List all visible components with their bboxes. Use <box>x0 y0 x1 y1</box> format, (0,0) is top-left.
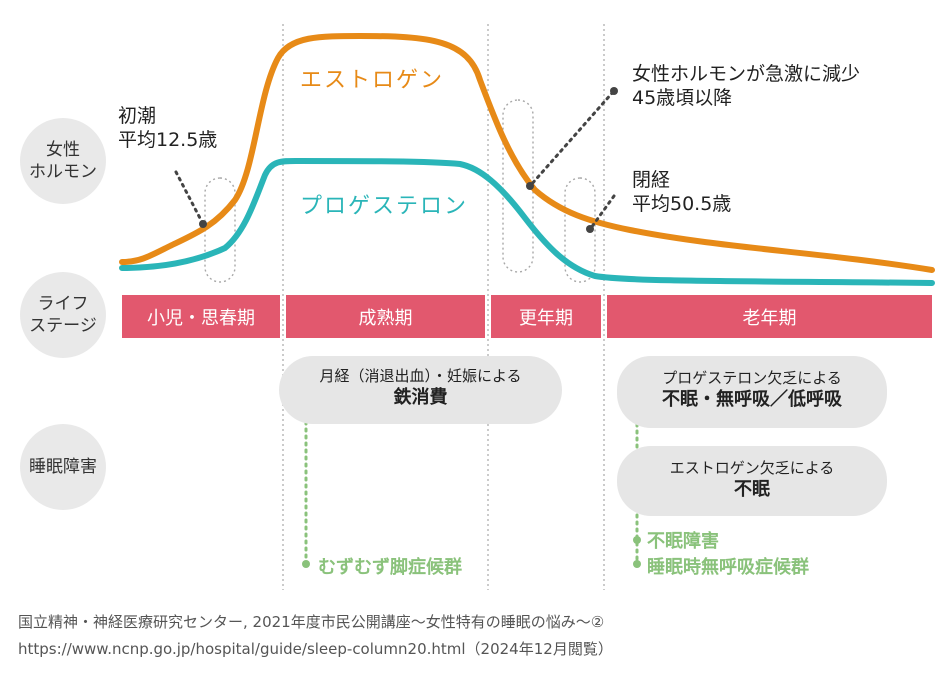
pill-estrogen-deficiency: エストロゲン欠乏による 不眠 <box>617 446 887 516</box>
leader-menopause <box>589 194 616 230</box>
annotation-menarche: 初潮 平均12.5歳 <box>118 105 218 151</box>
leader-dot <box>586 225 594 233</box>
stage-senescence: 老年期 <box>607 295 932 338</box>
pill-text-sub: エストロゲン欠乏による <box>669 459 835 477</box>
label-restless-legs: むずむず脚症候群 <box>318 557 462 578</box>
pill-text-sub: プロゲステロン欠乏による <box>662 369 842 387</box>
leader-menarche <box>174 170 204 224</box>
source-url[interactable]: https://www.ncnp.go.jp/hospital/guide/sl… <box>18 640 613 658</box>
estrogen-label: エストロゲン <box>300 68 445 93</box>
row-label-sleep: 睡眠障害 <box>20 424 106 510</box>
row-label-life-stage: ライフ ステージ <box>20 272 106 358</box>
connector-dot <box>633 560 641 568</box>
hormone-chart <box>119 24 935 590</box>
progesterone-label: プロゲステロン <box>300 194 469 219</box>
pill-iron-consumption: 月経（消退出血）・妊娠による 鉄消費 <box>279 356 562 424</box>
leader-dot <box>199 220 207 228</box>
source-citation: 国立精神・神経医療研究センター, 2021年度市民公開講座〜女性特有の睡眠の悩み… <box>18 613 605 631</box>
row-label-hormone: 女性 ホルモン <box>20 118 106 204</box>
pill-text-main: 鉄消費 <box>393 387 448 408</box>
leader-dot <box>526 182 534 190</box>
pill-text-main: 不眠 <box>734 479 770 500</box>
label-insomnia-disorder: 不眠障害 <box>647 531 719 552</box>
annotation-menopause: 閉経 平均50.5歳 <box>632 169 732 215</box>
progesterone-curve <box>119 157 935 286</box>
label-sleep-apnea: 睡眠時無呼吸症候群 <box>647 557 809 578</box>
connector-dot <box>302 560 310 568</box>
pill-text-main: 不眠・無呼吸／低呼吸 <box>662 389 842 410</box>
estrogen-curve <box>119 32 935 273</box>
stage-menopause-transition: 更年期 <box>491 295 601 338</box>
leader-hormone-drop <box>528 90 615 188</box>
stage-maturity: 成熟期 <box>286 295 485 338</box>
transition-capsule-perimenopause <box>502 99 534 273</box>
stage-childhood: 小児・思春期 <box>122 295 280 338</box>
annotation-hormone-drop: 女性ホルモンが急激に減少 45歳頃以降 <box>632 63 861 109</box>
pill-progesterone-deficiency: プロゲステロン欠乏による 不眠・無呼吸／低呼吸 <box>617 356 887 428</box>
pill-text-sub: 月経（消退出血）・妊娠による <box>319 367 522 385</box>
transition-capsule-menopause <box>564 177 596 283</box>
transition-capsule-menarche <box>204 177 236 283</box>
leader-dot <box>610 87 618 95</box>
connector-dot <box>633 536 641 544</box>
